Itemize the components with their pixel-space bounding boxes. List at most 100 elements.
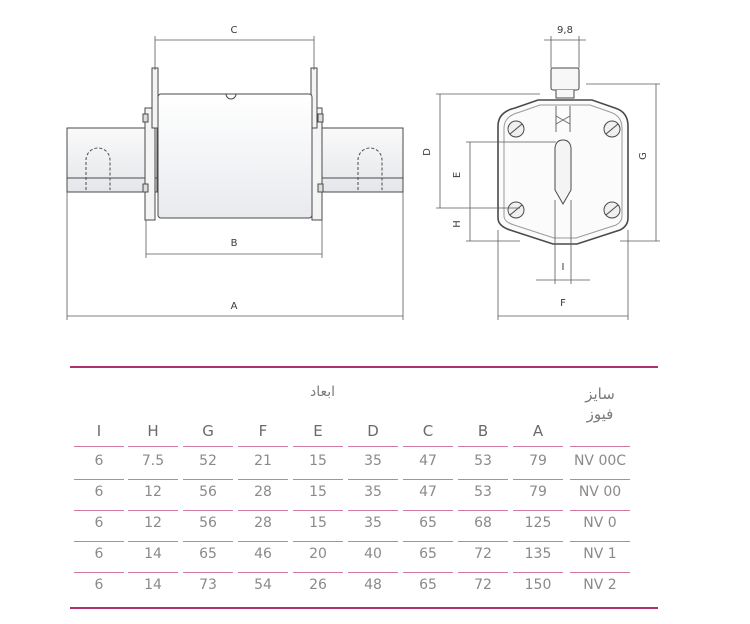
cell-d: 35 [364,484,382,500]
cell-e: 15 [309,453,327,469]
row-divider [238,479,288,480]
row-divider [293,479,343,480]
cell-fuse-size: NV 00 [578,484,622,500]
cell-c: 65 [419,577,437,593]
row-divider [570,479,630,480]
table-top-rule [70,366,658,368]
cell-e: 15 [309,515,327,531]
column-header-d: D [367,422,379,440]
cell-g: 56 [199,515,217,531]
cell-d: 48 [364,577,382,593]
row-divider [513,572,563,573]
cell-h: 12 [144,484,162,500]
cell-h: 14 [144,577,162,593]
row-divider [128,479,178,480]
header-divider [293,446,343,447]
dim-label-f: F [560,298,566,309]
row-divider [403,572,453,573]
column-header-i: I [96,422,102,440]
cell-g: 65 [199,546,217,562]
row-divider [128,510,178,511]
row-divider [348,541,398,542]
dim-label-g: G [638,152,649,160]
side-view [66,67,404,221]
row-divider [183,510,233,511]
row-divider [513,541,563,542]
dim-label-h: H [452,220,463,228]
cell-a: 150 [524,577,552,593]
header-divider [128,446,178,447]
row-divider [458,479,508,480]
cell-c: 47 [419,484,437,500]
side-dimensions [66,36,404,320]
cell-b: 68 [474,515,492,531]
row-divider [238,541,288,542]
cell-a: 135 [524,546,552,562]
row-divider [74,541,124,542]
cell-i: 6 [94,577,104,593]
cell-f: 54 [254,577,272,593]
center-slot [554,139,572,206]
row-divider [348,572,398,573]
dim-label-b: B [231,238,238,249]
column-header-b: B [477,422,489,440]
cell-b: 72 [474,546,492,562]
cell-fuse-size: NV 2 [583,577,617,593]
row-divider [458,541,508,542]
front-view [497,67,629,245]
dim-label-a: A [231,301,238,312]
header-divider [513,446,563,447]
cell-e: 15 [309,484,327,500]
cell-i: 6 [94,484,104,500]
header-divider [348,446,398,447]
cell-a: 79 [529,484,547,500]
header-divider [238,446,288,447]
cell-b: 72 [474,577,492,593]
left-blade [66,127,158,193]
column-header-h: H [147,422,159,440]
cell-f: 46 [254,546,272,562]
cell-c: 65 [419,546,437,562]
cell-i: 6 [94,515,104,531]
row-divider [183,541,233,542]
row-divider [128,541,178,542]
row-divider [570,510,630,511]
cell-d: 35 [364,453,382,469]
header-divider [74,446,124,447]
cell-h: 12 [144,515,162,531]
row-divider [74,572,124,573]
column-header-g: G [202,422,214,440]
row-divider [293,572,343,573]
cell-a: 79 [529,453,547,469]
fuse-size-header: سایز فیوز [565,384,635,424]
dim-label-i: I [562,262,565,273]
cell-d: 35 [364,515,382,531]
dim-label-c: C [231,25,238,36]
cell-fuse-size: NV 00C [573,453,627,469]
cell-b: 53 [474,484,492,500]
row-divider [570,541,630,542]
cell-h: 14 [144,546,162,562]
cell-e: 26 [309,577,327,593]
row-divider [74,510,124,511]
cell-f: 28 [254,515,272,531]
row-divider [293,510,343,511]
cell-c: 47 [419,453,437,469]
dim-label-e: E [452,172,463,178]
row-divider [403,510,453,511]
dim-label-d: D [422,148,433,156]
cell-c: 65 [419,515,437,531]
cell-i: 6 [94,546,104,562]
row-divider [513,479,563,480]
cell-f: 28 [254,484,272,500]
cell-d: 40 [364,546,382,562]
row-divider [513,510,563,511]
cell-b: 53 [474,453,492,469]
row-divider [183,479,233,480]
row-divider [238,510,288,511]
row-divider [458,572,508,573]
